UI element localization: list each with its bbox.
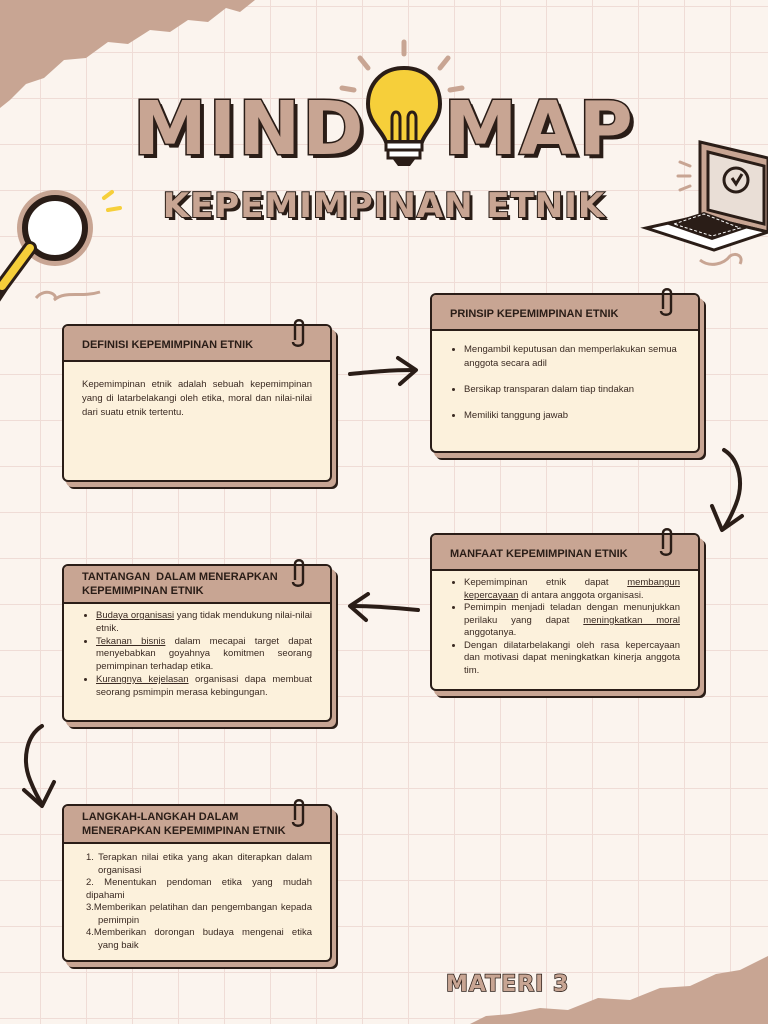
page-title: MIND MAP <box>0 85 768 174</box>
paperclip-icon <box>659 528 673 556</box>
torn-paper-top-left <box>0 0 255 108</box>
footer-label: MATERI 3 <box>445 971 570 998</box>
card-manfaat-body: Kepemimpinan etnik dapat membangun keper… <box>432 571 698 687</box>
langkah-item: 1. Terapkan nilai etika yang akan ditera… <box>86 852 312 876</box>
paperclip-icon <box>659 288 673 316</box>
laptop-icon <box>640 140 768 266</box>
langkah-item: 4.Memberikan dorongan budaya mengenai et… <box>86 927 312 951</box>
card-manfaat-heading: MANFAAT KEPEMIMPINAN ETNIK <box>432 535 698 571</box>
langkah-item: 3.Memberikan pelatihan dan pengembangan … <box>86 902 312 926</box>
arrow-down-icon <box>710 448 744 532</box>
tantangan-item: Kurangnya kejelasan organisasi dapa memb… <box>96 674 312 700</box>
prinsip-item: Mengambil keputusan dan memperlakukan se… <box>464 343 680 371</box>
card-definisi-text: Kepemimpinan etnik adalah sebuah kepemim… <box>82 379 312 418</box>
card-tantangan-heading: TANTANGAN DALAM MENERAPKAN KEPEMIMPINAN … <box>64 566 330 604</box>
card-prinsip-body: Mengambil keputusan dan memperlakukan se… <box>432 331 698 433</box>
manfaat-item: Dengan dilatarbelakangi oleh rasa keperc… <box>464 640 680 678</box>
prinsip-item: Bersikap transparan dalam tiap tindakan <box>464 383 680 397</box>
card-tantangan: TANTANGAN DALAM MENERAPKAN KEPEMIMPINAN … <box>62 559 332 722</box>
card-definisi-heading: DEFINISI KEPEMIMPINAN ETNIK <box>64 326 330 362</box>
card-definisi: DEFINISI KEPEMIMPINAN ETNIK Kepemimpinan… <box>62 319 332 482</box>
page-subtitle: KEPEMIMPINAN ETNIK <box>162 185 606 227</box>
paperclip-icon <box>291 559 305 587</box>
tantangan-item: Tekanan bisnis dalam mecapai target dapa… <box>96 636 312 674</box>
card-manfaat: MANFAAT KEPEMIMPINAN ETNIK Kepemimpinan … <box>430 528 700 691</box>
manfaat-item: Kepemimpinan etnik dapat membangun keper… <box>464 577 680 602</box>
arrow-down-icon <box>22 724 56 808</box>
title-right: MAP <box>442 85 635 174</box>
title-left: MIND <box>132 85 366 174</box>
tantangan-item: Budaya organisasi yang tidak mendukung n… <box>96 610 312 636</box>
arrow-right-icon <box>348 356 418 386</box>
card-langkah: LANGKAH-LANGKAH DALAM MENERAPKAN KEPEMIM… <box>62 799 332 962</box>
card-tantangan-body: Budaya organisasi yang tidak mendukung n… <box>64 604 330 710</box>
langkah-item: 2. Menentukan pendoman etika yang mudah … <box>86 877 312 901</box>
magnifier-icon <box>0 190 122 302</box>
card-prinsip: PRINSIP KEPEMIMPINAN ETNIK Mengambil kep… <box>430 288 700 453</box>
card-langkah-heading: LANGKAH-LANGKAH DALAM MENERAPKAN KEPEMIM… <box>64 806 330 844</box>
manfaat-item: Pemimpin menjadi teladan dengan menunjuk… <box>464 602 680 640</box>
card-prinsip-heading: PRINSIP KEPEMIMPINAN ETNIK <box>432 295 698 331</box>
lightbulb-icon <box>339 39 465 166</box>
torn-paper-bottom-right <box>470 956 768 1024</box>
arrow-left-icon <box>348 592 420 622</box>
paperclip-icon <box>291 799 305 827</box>
card-langkah-body: 1. Terapkan nilai etika yang akan ditera… <box>64 844 330 962</box>
paperclip-icon <box>291 319 305 347</box>
prinsip-item: Memiliki tanggung jawab <box>464 409 680 423</box>
